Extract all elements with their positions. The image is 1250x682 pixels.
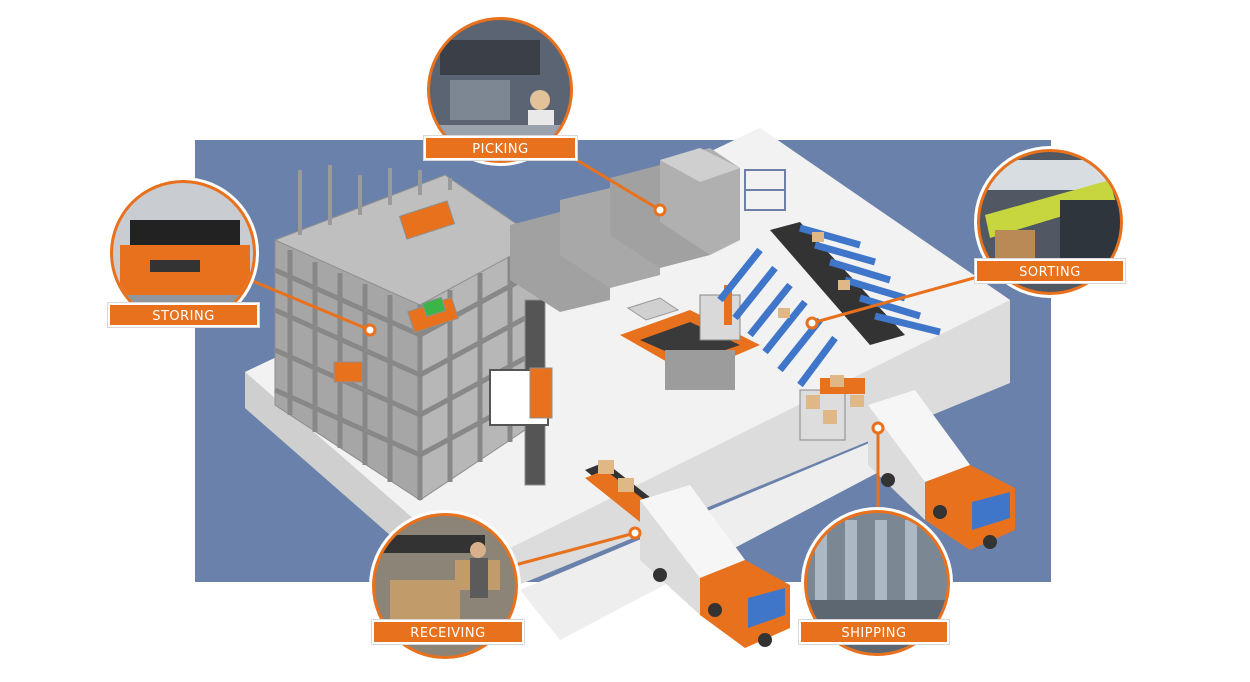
sorting-label[interactable]: SORTING [975, 259, 1125, 283]
storing-label[interactable]: STORING [108, 303, 259, 327]
sorter-conveyor [717, 222, 941, 388]
picking-workstation [620, 285, 760, 390]
connector-dots [363, 203, 885, 540]
shipping-goods [799, 375, 865, 441]
shipping-label[interactable]: SHIPPING [799, 620, 949, 644]
storing-photo [107, 177, 259, 329]
roll-cart [744, 169, 786, 211]
truck-receiving [640, 485, 790, 648]
truck-shipping [868, 390, 1015, 550]
receiving-label[interactable]: RECEIVING [372, 620, 524, 644]
picking-label[interactable]: PICKING [424, 136, 577, 160]
